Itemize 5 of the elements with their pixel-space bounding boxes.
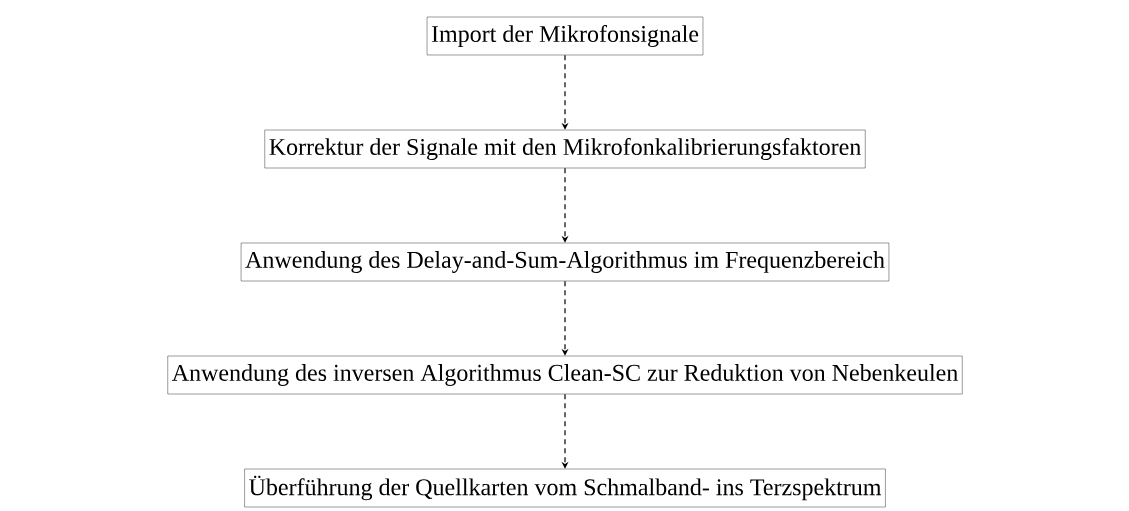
process-box: Anwendung des Delay-and-Sum-Algorithmus im Frequenzbereich [240,242,890,282]
process-box: Import der Mikrofonsignale [426,16,704,56]
process-box: Korrektur der Signale mit den Mikrofonkalibrierungsfaktoren [264,129,866,169]
process-box: Anwendung des inversen Algorithmus Clean-SC zur Reduktion von Nebenkeulen [167,355,963,395]
process-box: Überführung der Quellkarten vom Schmalband- ins Terzspektrum [244,468,886,508]
